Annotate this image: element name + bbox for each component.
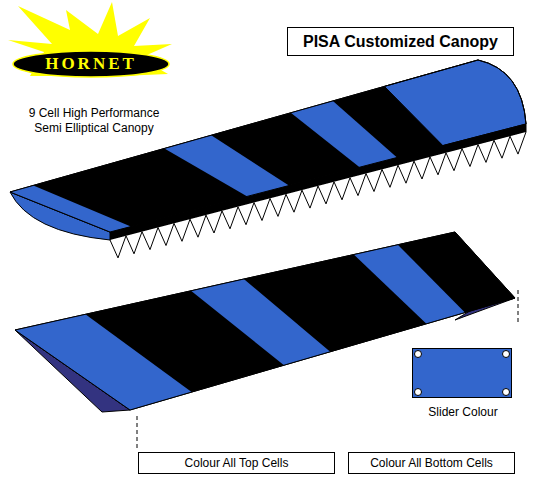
box-text: PISA Customized Canopy: [303, 33, 498, 51]
box-text: Colour All Bottom Cells: [370, 456, 493, 470]
leader-line: [518, 290, 519, 325]
grommet: [415, 351, 422, 358]
bottom-outline: [15, 232, 515, 410]
grommet: [415, 389, 422, 396]
colour-band: [10, 185, 131, 232]
logo-ellipse: [13, 51, 169, 77]
grommet-holes: [412, 348, 512, 398]
colour-band: [291, 101, 397, 167]
colour-band: [164, 135, 289, 196]
leader-line: [137, 416, 138, 448]
bottom-canopy: [15, 232, 515, 412]
swatch-label: Slider Colour: [413, 405, 513, 419]
logo-text: HORNET: [45, 54, 137, 74]
subtitle-note: 9 Cell High Performance Semi Elliptical …: [14, 106, 174, 136]
box-text: Colour All Top Cells: [185, 456, 289, 470]
top-outline: [10, 60, 526, 232]
option-box: Colour All Top Cells: [138, 452, 335, 474]
logo-badge: HORNET: [12, 50, 170, 78]
grommet: [503, 389, 510, 396]
bottom-surface: [15, 232, 515, 410]
top-surface: [10, 60, 526, 232]
title-box: PISA Customized Canopy: [287, 27, 514, 56]
logo-burst: [8, 2, 172, 76]
top-canopy: [10, 60, 526, 258]
grommet: [503, 351, 510, 358]
slider-swatch: Slider Colour: [412, 348, 512, 398]
colour-band: [15, 314, 192, 410]
option-box: Colour All Bottom Cells: [348, 452, 515, 474]
colour-band: [191, 279, 330, 365]
colour-band: [354, 245, 465, 324]
